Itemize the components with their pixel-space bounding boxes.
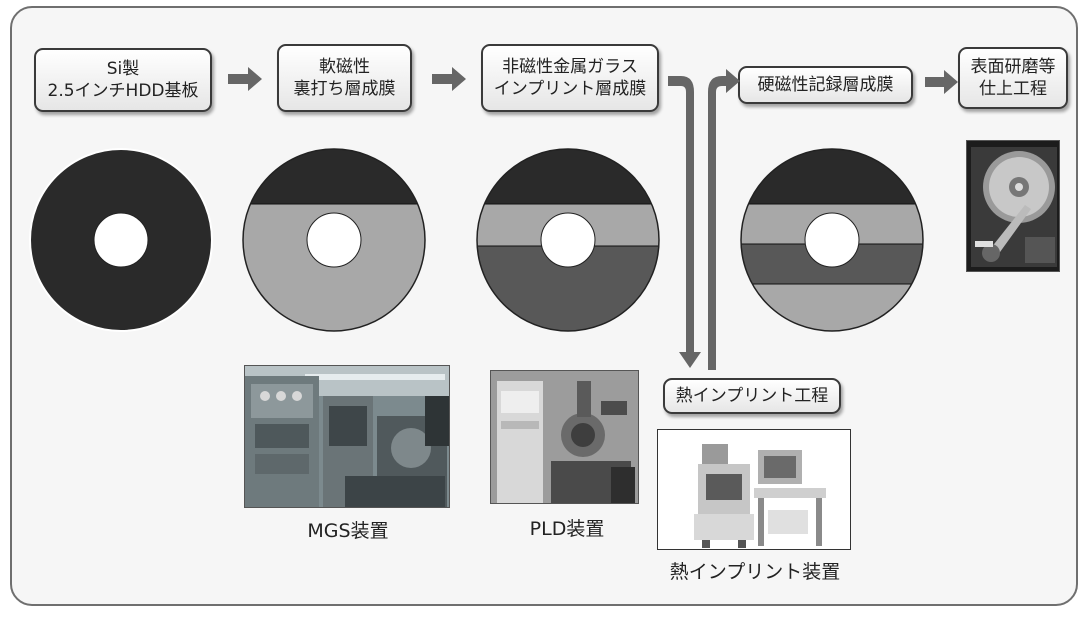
flow-arrow-1	[228, 67, 262, 91]
pld-caption: PLD装置	[529, 518, 605, 540]
flow-arrow-down-to-imprint	[668, 76, 701, 368]
flow-arrow-2	[432, 67, 466, 91]
disk-recording-layer	[740, 148, 924, 332]
step-surface-polishing: 表面研磨等 仕上工程	[958, 47, 1068, 109]
step-imprint-layer-line2: インプリント層成膜	[493, 79, 647, 99]
mgs-apparatus-photo	[244, 365, 450, 508]
step-soft-magnetic-line1: 軟磁性	[319, 57, 370, 77]
thermal-imprint-apparatus-photo	[657, 429, 851, 550]
step-imprint-layer: 非磁性金属ガラス インプリント層成膜	[481, 44, 659, 112]
step-thermal-imprint-line1: 熱インプリント工程	[675, 386, 829, 406]
flow-arrow-up-from-imprint	[708, 69, 740, 370]
step-soft-magnetic-line2: 裏打ち層成膜	[293, 79, 396, 99]
pld-apparatus-photo	[490, 370, 639, 504]
step-soft-magnetic-underlayer: 軟磁性 裏打ち層成膜	[277, 44, 412, 112]
thermal-imprint-caption: 熱インプリント装置	[669, 561, 841, 583]
step-polishing-line2: 仕上工程	[979, 79, 1047, 99]
step-si-substrate-line1: Si製	[106, 59, 140, 79]
hdd-photo	[966, 140, 1060, 272]
step-polishing-line1: 表面研磨等	[970, 57, 1056, 77]
flow-arrow-4	[925, 70, 958, 94]
step-si-substrate-line2: 2.5インチHDD基板	[47, 81, 199, 101]
disk-si-substrate	[29, 148, 213, 332]
disk-imprint-layer	[476, 148, 660, 332]
step-recording-layer-line1: 硬磁性記録層成膜	[757, 75, 894, 95]
step-si-substrate: Si製 2.5インチHDD基板	[34, 48, 212, 112]
disk-soft-magnetic-underlayer	[242, 148, 426, 332]
step-hard-magnetic-recording-layer: 硬磁性記録層成膜	[738, 66, 913, 104]
step-imprint-layer-line1: 非磁性金属ガラス	[502, 57, 638, 77]
step-thermal-imprint: 熱インプリント工程	[663, 378, 841, 414]
mgs-caption: MGS装置	[307, 520, 389, 542]
